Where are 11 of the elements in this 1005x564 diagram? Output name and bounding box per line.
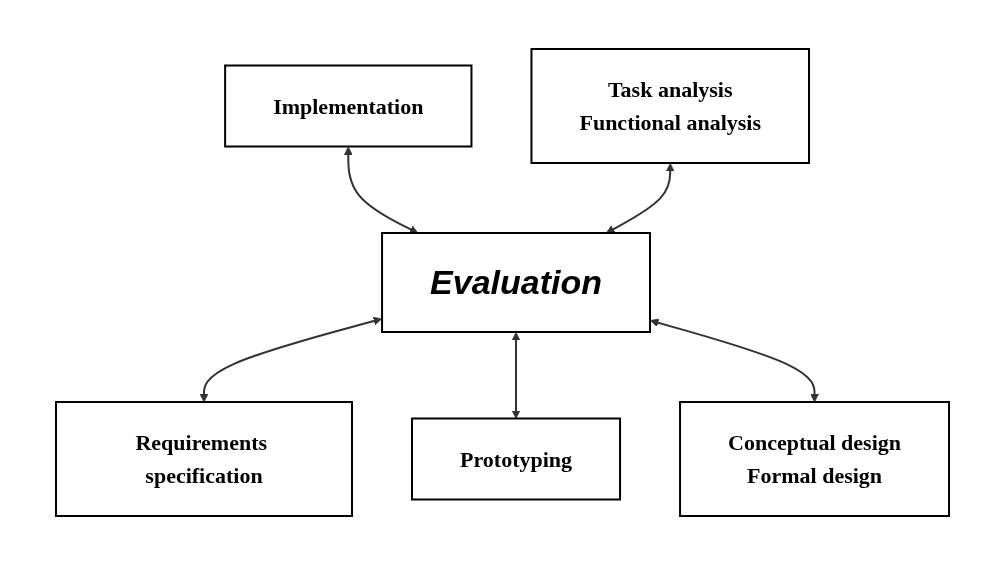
arrow	[199, 316, 383, 402]
node-box: Implementation	[224, 64, 473, 147]
node-box: Requirements specification	[55, 400, 353, 517]
arrow	[605, 162, 675, 233]
arrow	[649, 317, 819, 402]
node-box: Prototyping	[411, 417, 622, 500]
node-box: Evaluation	[381, 231, 651, 333]
node-box: Task analysis Functional analysis	[530, 47, 810, 164]
arrow	[343, 146, 419, 233]
arrow	[511, 331, 521, 419]
node-box: Conceptual design Formal design	[679, 400, 950, 517]
